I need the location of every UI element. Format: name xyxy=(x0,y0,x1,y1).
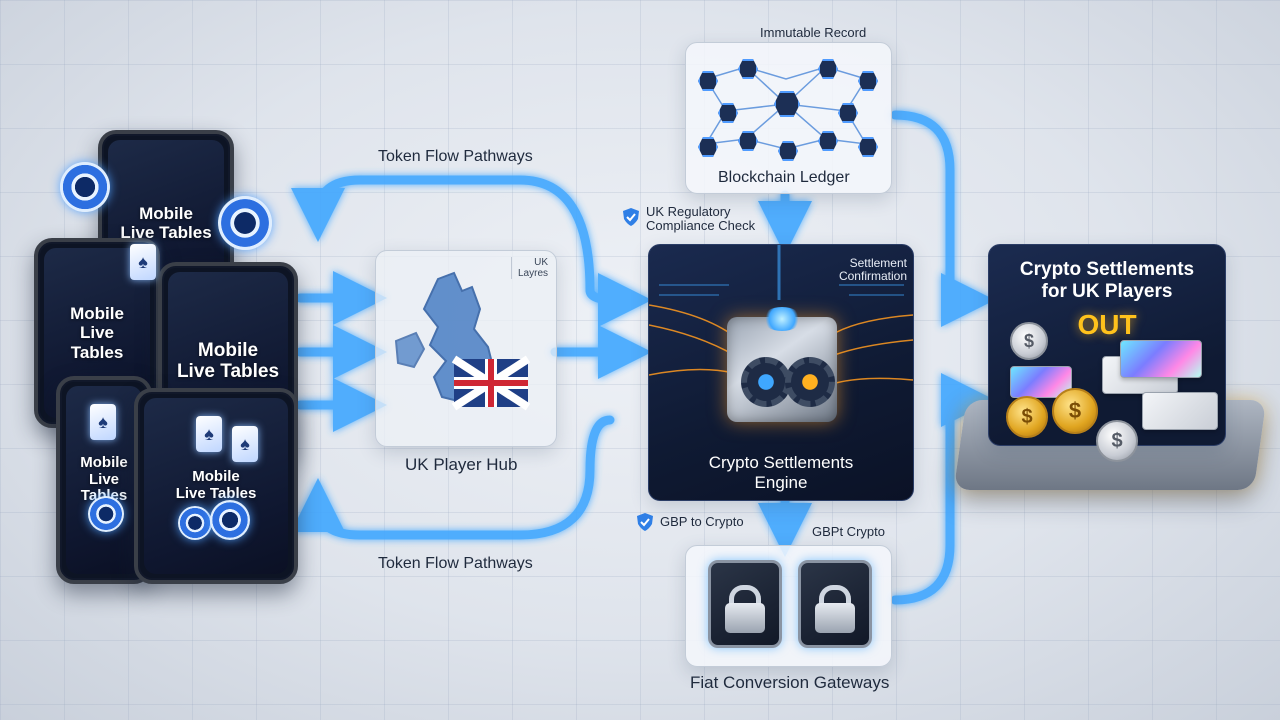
playing-card-icon: ♠ xyxy=(130,244,156,280)
shield-check-icon xyxy=(637,513,653,531)
block-node-icon xyxy=(718,103,738,123)
uk-player-hub-panel: UK Layres xyxy=(375,250,557,447)
shield-check-icon xyxy=(623,208,639,226)
gold-coin-icon: $ xyxy=(1006,396,1048,438)
block-node-icon xyxy=(698,137,718,157)
token-flow-label-top: Token Flow Pathways xyxy=(378,148,533,165)
poker-chip-icon xyxy=(60,162,110,212)
padlock-gateway-icon xyxy=(708,560,782,648)
immutable-record-label: Immutable Record xyxy=(760,25,867,40)
gbpt-crypto-label: GBPt Crypto xyxy=(812,524,885,539)
uk-player-hub-label: UK Player Hub xyxy=(405,455,518,474)
engine-cube-icon xyxy=(727,307,837,422)
uk-compliance-label: UK Regulatory Compliance Check xyxy=(646,204,756,234)
blockchain-ledger-label: Blockchain Ledger xyxy=(718,169,850,186)
banknote-stack-icon xyxy=(1120,340,1202,378)
playing-card-icon: ♠ xyxy=(90,404,116,440)
crypto-settlements-engine-panel: Settlement Confirmation Crypto Settlemen… xyxy=(648,244,914,501)
union-flag-icon xyxy=(451,355,531,411)
bottom-token-flow-path xyxy=(291,415,615,540)
device-label: Mobile Live Tables xyxy=(176,339,280,382)
gear-icon xyxy=(785,357,835,407)
fiat-conversion-gateways-panel xyxy=(685,545,892,667)
poker-chip-icon xyxy=(218,196,272,250)
top-token-flow-path xyxy=(291,175,595,295)
crypto-settlements-engine-label: Crypto Settlements Engine xyxy=(708,453,854,492)
uk-layers-badge: UK Layres xyxy=(510,257,548,279)
banknote-stack-icon xyxy=(1142,392,1218,430)
block-node-icon xyxy=(738,59,758,79)
poker-chip-icon xyxy=(88,496,124,532)
fiat-conversion-gateways-label: Fiat Conversion Gateways xyxy=(690,673,890,692)
gear-icon xyxy=(741,357,791,407)
block-node-icon xyxy=(778,141,798,161)
poker-chip-icon xyxy=(178,506,212,540)
device-label: Mobile Live Tables xyxy=(70,304,124,362)
device-label: Mobile Live Tables xyxy=(175,468,257,502)
output-title: Crypto Settlements for UK Players xyxy=(1019,259,1195,303)
block-node-icon xyxy=(858,71,878,91)
uk-map-icon xyxy=(394,271,531,411)
silver-coin-icon: $ xyxy=(1096,420,1138,462)
banknote-stack-icon xyxy=(1010,366,1072,398)
block-node-icon xyxy=(818,131,838,151)
block-node-icon xyxy=(738,131,758,151)
playing-card-icon: ♠ xyxy=(232,426,258,462)
device-label: Mobile Live Tables xyxy=(120,203,212,242)
output-out-label: OUT xyxy=(1077,309,1137,340)
token-flow-label-bottom: Token Flow Pathways xyxy=(378,555,533,572)
block-node-icon xyxy=(698,71,718,91)
ledger-to-output-path xyxy=(890,110,995,327)
gold-coin-icon: $ xyxy=(1052,388,1098,434)
engine-core-light-icon xyxy=(762,307,802,331)
gbp-to-crypto-label: GBP to Crypto xyxy=(660,514,744,529)
block-node-icon xyxy=(838,103,858,123)
blockchain-ledger-panel: Blockchain Ledger xyxy=(685,42,892,194)
block-node-icon xyxy=(858,137,878,157)
silver-coin-icon: $ xyxy=(1010,322,1048,360)
padlock-gateway-icon xyxy=(798,560,872,648)
poker-chip-icon xyxy=(210,500,250,540)
settlement-confirmation-label: Settlement Confirmation xyxy=(838,256,907,283)
block-node-icon xyxy=(818,59,838,79)
playing-card-icon: ♠ xyxy=(196,416,222,452)
top-token-flow-entry xyxy=(585,273,652,327)
gateway-to-output-path xyxy=(890,373,995,605)
